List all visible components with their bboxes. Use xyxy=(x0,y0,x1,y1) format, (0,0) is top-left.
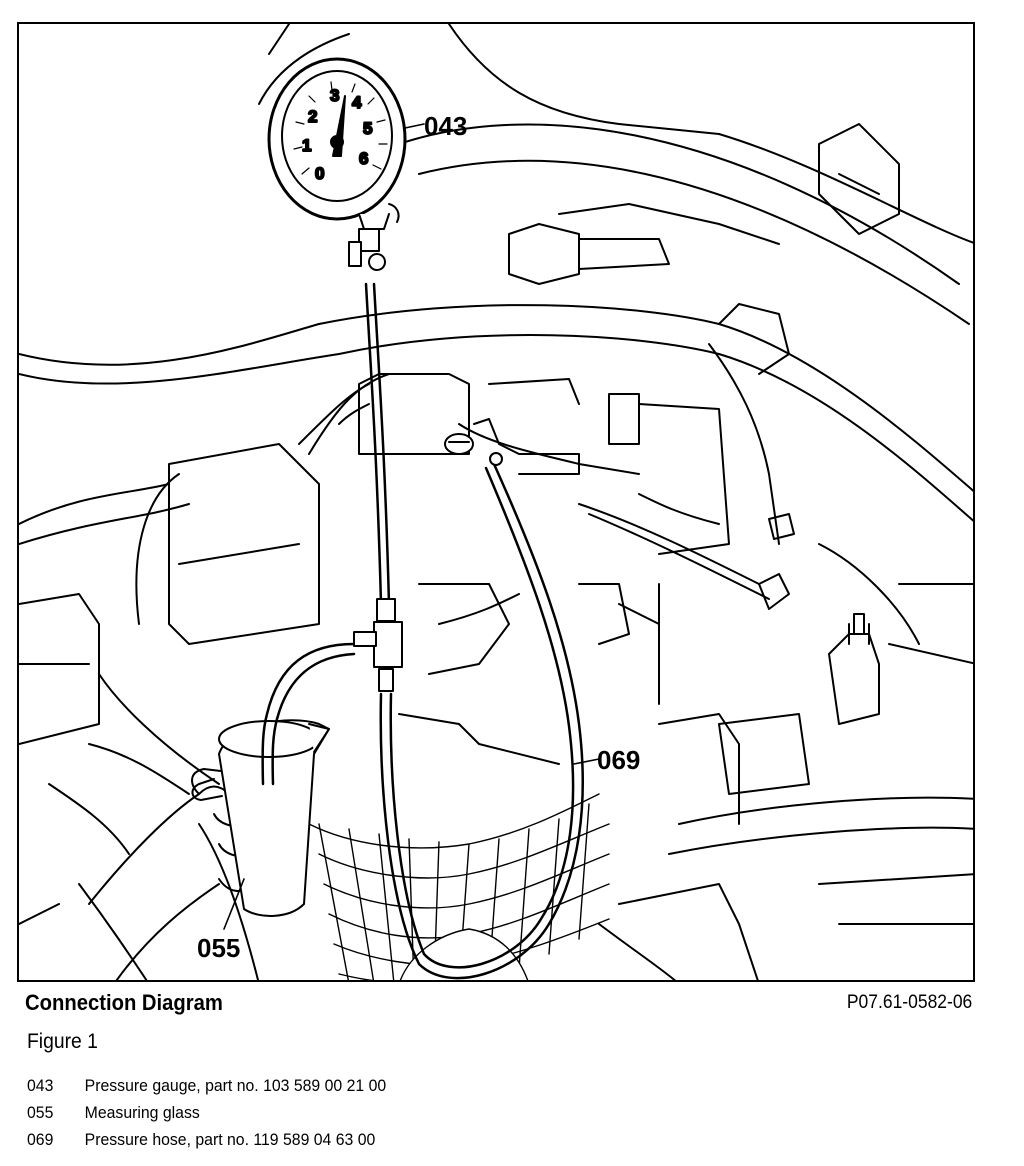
figure-reference-code: P07.61-0582-06 xyxy=(846,992,972,1013)
connection-diagram-figure: 0 1 2 3 4 5 6 043 055 069 xyxy=(17,22,975,982)
caption-title: Connection Diagram xyxy=(25,990,223,1015)
hand xyxy=(88,768,252,980)
legend-description: Pressure hose, part no. 119 589 04 63 00 xyxy=(84,1130,376,1149)
callout-069: 069 xyxy=(597,745,640,775)
fuel-connection xyxy=(444,418,580,475)
measuring-glass xyxy=(191,719,330,917)
engine-bay-outlines xyxy=(19,24,973,980)
t-fitting xyxy=(353,598,403,692)
legend-number: 055 xyxy=(27,1103,54,1122)
hoses xyxy=(261,282,584,980)
legend-item: 043 Pressure gauge, part no. 103 589 00 … xyxy=(27,1072,386,1099)
gauge-scale-2: 2 xyxy=(308,107,317,126)
legend-description: Pressure gauge, part no. 103 589 00 21 0… xyxy=(84,1076,387,1095)
engine-line-drawing: 0 1 2 3 4 5 6 043 055 069 xyxy=(19,24,973,980)
figure-label: Figure 1 xyxy=(27,1030,98,1053)
fan-grid xyxy=(308,793,610,980)
legend-description: Measuring glass xyxy=(84,1103,200,1122)
parts-legend: 043 Pressure gauge, part no. 103 589 00 … xyxy=(27,1072,413,1153)
gauge-scale-0: 0 xyxy=(315,164,324,183)
legend-number: 069 xyxy=(27,1130,54,1149)
gauge-scale-6: 6 xyxy=(359,149,368,168)
legend-item: 069 Pressure hose, part no. 119 589 04 6… xyxy=(27,1126,386,1153)
gauge-scale-5: 5 xyxy=(363,119,372,138)
gauge-scale-3: 3 xyxy=(330,86,339,105)
legend-number: 043 xyxy=(27,1076,54,1095)
callout-leaders xyxy=(223,123,600,930)
gauge-scale-1: 1 xyxy=(302,136,311,155)
legend-item: 055 Measuring glass xyxy=(27,1099,386,1126)
callout-055: 055 xyxy=(197,933,240,963)
pressure-gauge: 0 1 2 3 4 5 6 xyxy=(267,57,407,271)
callout-043: 043 xyxy=(424,111,467,141)
gauge-scale-4: 4 xyxy=(352,93,362,112)
